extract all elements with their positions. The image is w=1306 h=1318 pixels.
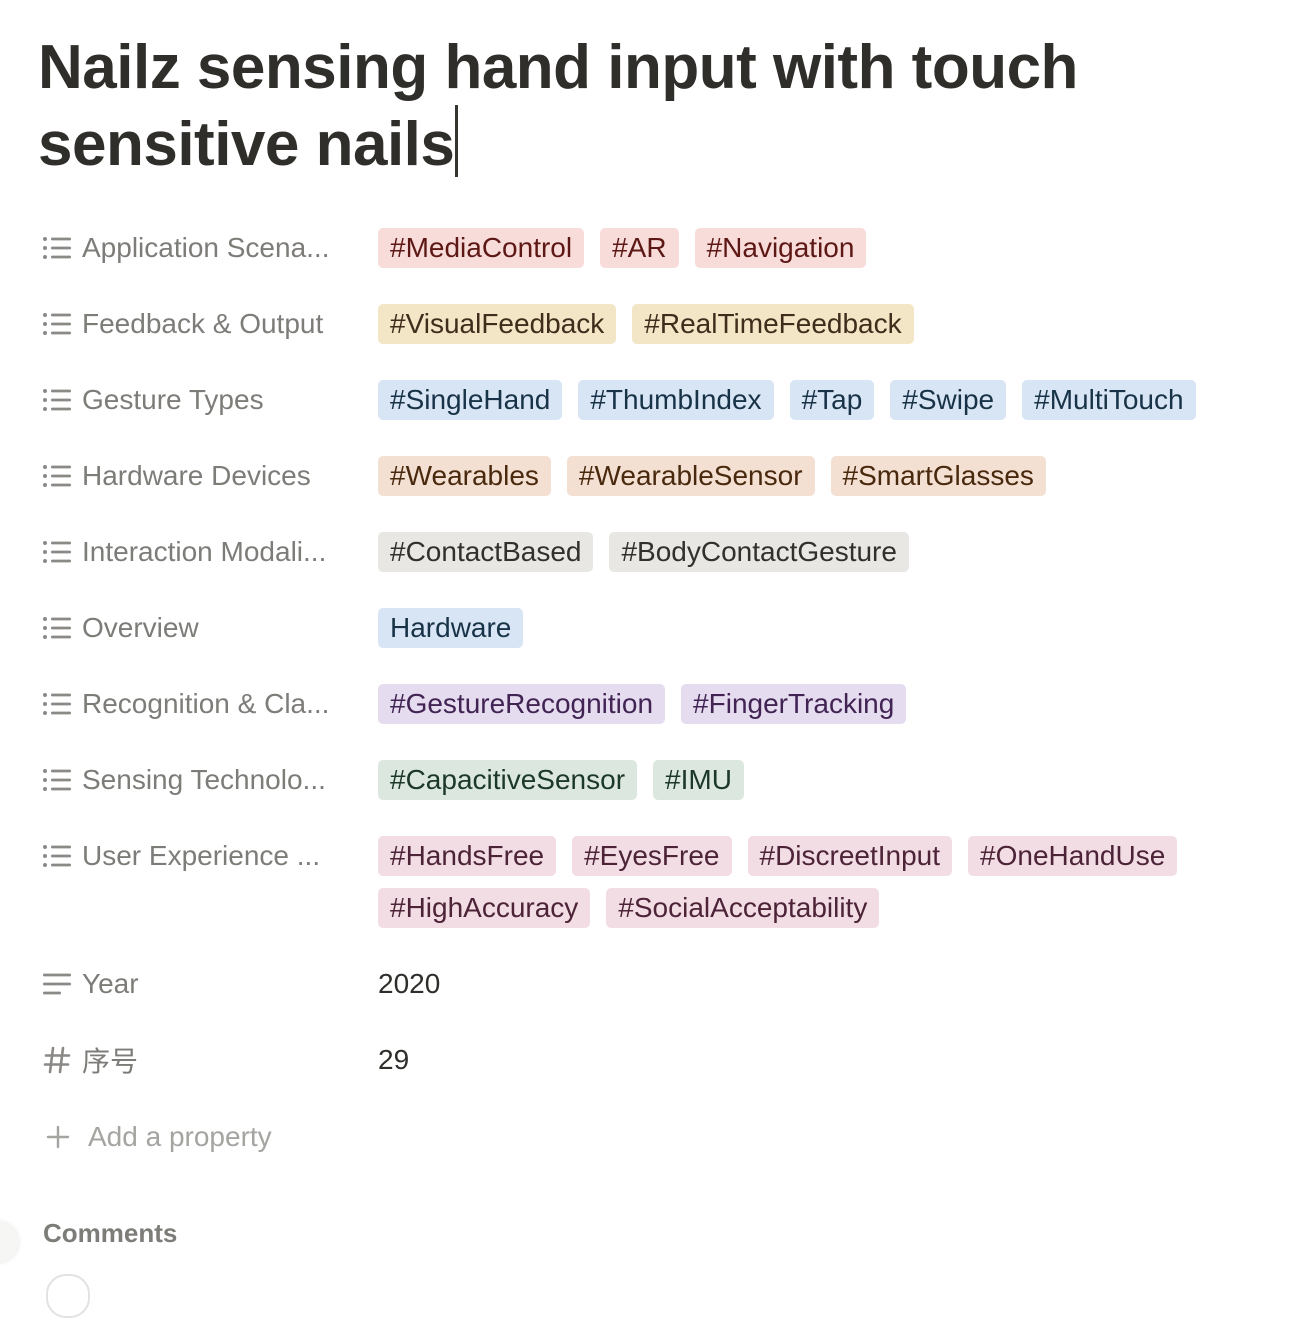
tag[interactable]: #IMU	[653, 760, 744, 800]
list-icon	[42, 461, 72, 491]
list-icon	[42, 385, 72, 415]
property-value[interactable]: 29	[378, 1040, 1246, 1080]
property-name[interactable]: Sensing Technolo...	[42, 760, 326, 800]
tag[interactable]: #WearableSensor	[566, 456, 815, 496]
list-icon	[42, 689, 72, 719]
add-property-button[interactable]: Add a property	[44, 1117, 272, 1157]
property-name[interactable]: Feedback & Output	[42, 304, 323, 344]
list-icon	[42, 765, 72, 795]
property-name[interactable]: Interaction Modali...	[42, 532, 326, 572]
tag[interactable]: #Swipe	[890, 380, 1007, 420]
tag[interactable]: #HandsFree	[378, 836, 557, 876]
property-name[interactable]: Overview	[42, 608, 199, 648]
list-icon	[42, 233, 72, 263]
plus-icon	[44, 1123, 72, 1151]
tag[interactable]: #SingleHand	[378, 380, 563, 420]
property-value[interactable]: #Wearables #WearableSensor #SmartGlasses	[378, 456, 1246, 496]
property-value[interactable]: #VisualFeedback #RealTimeFeedback	[378, 304, 1246, 344]
side-toggle-button[interactable]	[0, 1222, 18, 1262]
property-name[interactable]: User Experience ...	[42, 836, 320, 876]
tag[interactable]: #AR	[600, 228, 679, 268]
tag[interactable]: #RealTimeFeedback	[632, 304, 914, 344]
tag[interactable]: #MultiTouch	[1022, 380, 1196, 420]
tag[interactable]: #Tap	[789, 380, 875, 420]
property-value[interactable]: Hardware	[378, 608, 1246, 648]
page-title[interactable]: Nailz sensing hand input with touch sens…	[38, 30, 1238, 182]
tag[interactable]: #SocialAcceptability	[606, 888, 880, 928]
property-name[interactable]: Application Scena...	[42, 228, 330, 268]
list-icon	[42, 309, 72, 339]
text-icon	[42, 969, 72, 999]
comments-heading: Comments	[43, 1218, 178, 1248]
list-icon	[42, 841, 72, 871]
property-name[interactable]: Gesture Types	[42, 380, 264, 420]
property-name[interactable]: Hardware Devices	[42, 456, 311, 496]
avatar	[46, 1274, 90, 1318]
year-value[interactable]: 2020	[378, 968, 441, 999]
tag[interactable]: #MediaControl	[378, 228, 585, 268]
tag[interactable]: #Navigation	[694, 228, 867, 268]
tag[interactable]: #VisualFeedback	[378, 304, 617, 344]
text-cursor	[455, 105, 459, 177]
property-value[interactable]: #CapacitiveSensor #IMU	[378, 760, 1246, 800]
property-name[interactable]: Recognition & Cla...	[42, 684, 329, 724]
tag[interactable]: #ContactBased	[378, 532, 594, 572]
tag[interactable]: #FingerTracking	[681, 684, 907, 724]
property-value[interactable]: 2020	[378, 964, 1246, 1004]
property-name[interactable]: 序号	[42, 1040, 138, 1080]
property-value[interactable]: #HandsFree #EyesFree #DiscreetInput #One…	[378, 836, 1246, 928]
number-icon	[42, 1045, 72, 1075]
tag[interactable]: #CapacitiveSensor	[378, 760, 638, 800]
tag[interactable]: #Wearables	[378, 456, 551, 496]
property-value[interactable]: #ContactBased #BodyContactGesture	[378, 532, 1246, 572]
number-value[interactable]: 29	[378, 1044, 410, 1075]
tag[interactable]: #DiscreetInput	[747, 836, 953, 876]
tag[interactable]: Hardware	[378, 608, 524, 648]
tag[interactable]: #OneHandUse	[968, 836, 1178, 876]
property-name[interactable]: Year	[42, 964, 139, 1004]
list-icon	[42, 613, 72, 643]
tag[interactable]: #SmartGlasses	[830, 456, 1046, 496]
property-value[interactable]: #MediaControl #AR #Navigation	[378, 228, 1246, 268]
list-icon	[42, 537, 72, 567]
add-property-label: Add a property	[88, 1121, 272, 1152]
property-value[interactable]: #GestureRecognition #FingerTracking	[378, 684, 1246, 724]
tag[interactable]: #GestureRecognition	[378, 684, 666, 724]
tag[interactable]: #BodyContactGesture	[609, 532, 909, 572]
property-value[interactable]: #SingleHand #ThumbIndex #Tap #Swipe #Mul…	[378, 380, 1246, 420]
tag[interactable]: #HighAccuracy	[378, 888, 591, 928]
tag[interactable]: #EyesFree	[572, 836, 732, 876]
tag[interactable]: #ThumbIndex	[578, 380, 774, 420]
page-title-text[interactable]: Nailz sensing hand input with touch sens…	[38, 33, 1078, 179]
